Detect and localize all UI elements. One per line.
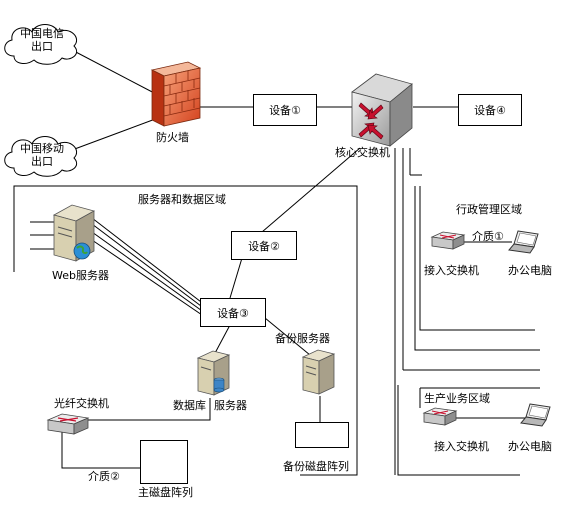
production-access-switch-icon [422, 407, 458, 426]
link-fiber-main [61, 432, 140, 469]
firewall-icon [150, 61, 202, 127]
device-1-box: 设备① [253, 94, 317, 126]
link-db-fiberswitch [88, 398, 211, 421]
fiber-switch-label: 光纤交换机 [54, 397, 109, 410]
medium-1-label: 介质① [472, 230, 504, 243]
link-mobile-firewall [71, 117, 159, 151]
firewall-label: 防火墙 [156, 131, 189, 144]
device-2-box: 设备② [231, 231, 297, 260]
cloud-telecom-line2: 出口 [31, 40, 53, 53]
admin-laptop-icon [508, 230, 539, 254]
backup-disk-array-box [295, 422, 349, 448]
admin-office-pc-label: 办公电脑 [508, 264, 552, 277]
web-server-label: Web服务器 [52, 269, 109, 282]
database-label: 数据库 [173, 399, 206, 412]
web-server-icon [52, 204, 96, 262]
production-zone-label: 生产业务区域 [424, 392, 490, 405]
admin-access-switch-icon [430, 231, 466, 250]
admin-access-switch-label: 接入交换机 [424, 264, 479, 277]
production-office-pc-label: 办公电脑 [508, 440, 552, 453]
main-disk-array-label: 主磁盘阵列 [138, 486, 193, 499]
server-zone-label: 服务器和数据区域 [138, 193, 226, 206]
production-zone-frame [397, 385, 520, 476]
cloud-telecom-line1: 中国电信 [20, 27, 64, 40]
backup-server-label: 备份服务器 [275, 332, 330, 345]
link-d3-backup [264, 317, 311, 356]
cloud-mobile-line2: 出口 [31, 155, 53, 168]
link-web-d3-a [91, 217, 206, 306]
production-laptop-icon [520, 403, 551, 427]
link-telecom-firewall [71, 49, 159, 96]
device-4-box: 设备④ [458, 94, 522, 126]
core-switch-label: 核心交换机 [335, 146, 390, 159]
backup-disk-array-label: 备份磁盘阵列 [283, 460, 349, 473]
admin-zone-label: 行政管理区域 [456, 203, 522, 216]
link-web-d3-d [91, 239, 206, 318]
core-switch-icon [351, 73, 413, 147]
main-disk-array-box [140, 440, 188, 484]
link-d2-d3 [229, 257, 243, 299]
medium-2-label: 介质② [88, 470, 120, 483]
link-core-d2 [261, 147, 361, 233]
cloud-mobile-line1: 中国移动 [20, 142, 64, 155]
database-server-suffix: 服务器 [214, 399, 247, 412]
server-zone-frame [13, 185, 358, 476]
link-d3-db [213, 324, 231, 356]
link-web-d3-c [91, 231, 206, 314]
database-server-icon [196, 350, 231, 396]
device-3-box: 设备③ [200, 298, 266, 327]
backup-server-icon [301, 349, 336, 395]
fiber-switch-icon [46, 413, 90, 435]
cloud-icon [4, 24, 78, 65]
link-web-d3-b [91, 223, 206, 310]
cloud-icon [4, 136, 78, 177]
production-access-switch-label: 接入交换机 [434, 440, 489, 453]
admin-zone-frame [414, 186, 540, 351]
